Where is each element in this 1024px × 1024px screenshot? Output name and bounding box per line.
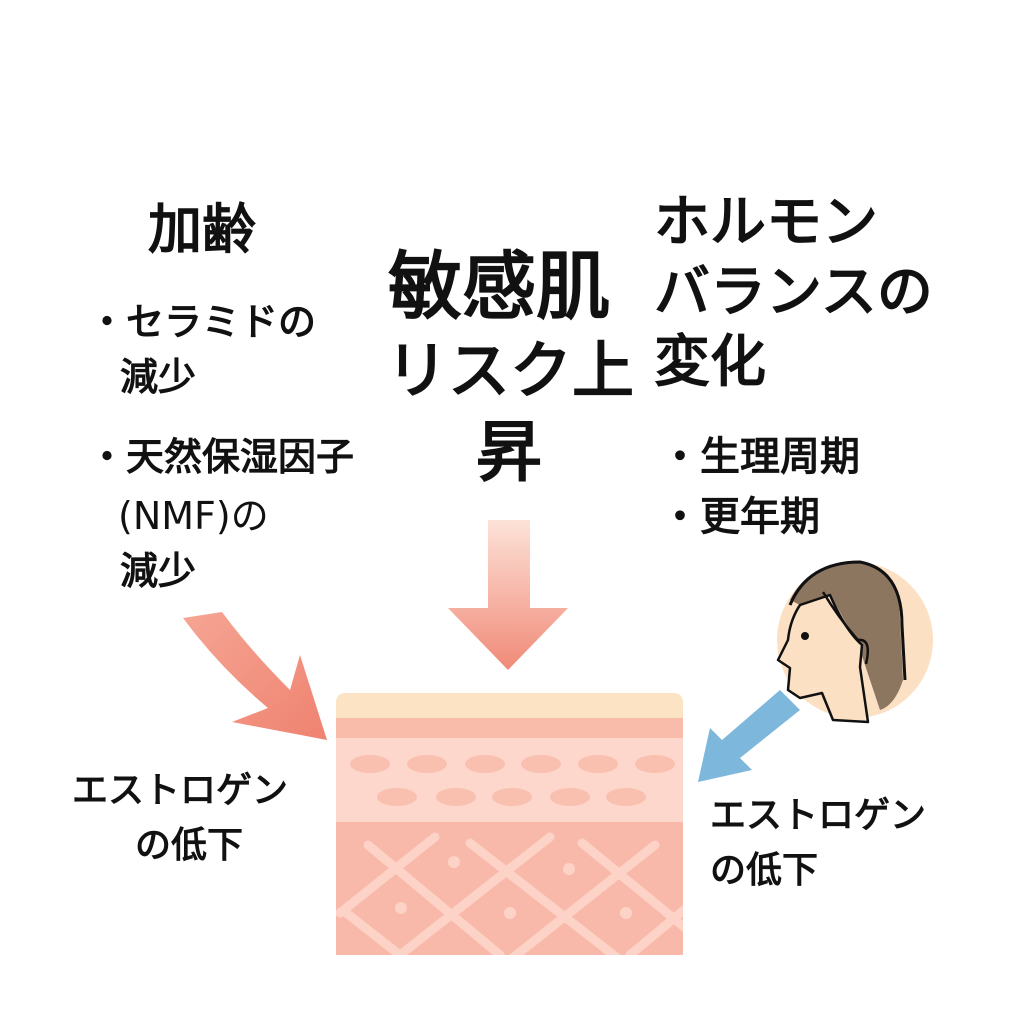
center-title-line3: 昇: [476, 414, 542, 491]
down-arrow-icon: [448, 520, 568, 670]
hormone-title-line1: ホルモン: [654, 190, 878, 255]
blue-arrow-icon: [698, 690, 800, 782]
estrogen-left-line2: の低下: [135, 825, 244, 866]
woman-profile-icon: [776, 560, 933, 724]
estrogen-right-line1: エストロゲン: [710, 795, 927, 836]
hormone-title-line3: 変化: [654, 330, 766, 395]
bullet-menopause: ・更年期: [660, 494, 820, 540]
curved-arrow-icon: [183, 612, 327, 740]
estrogen-left-line1: エストロゲン: [72, 770, 289, 811]
bullet-nmf-cont: (NMF)の: [118, 494, 269, 538]
center-title-line1: 敏感肌: [388, 244, 610, 330]
center-title-line2: リスク上: [386, 334, 635, 407]
estrogen-right-line2: の低下: [710, 850, 819, 891]
bullet-nmf: ・天然保湿因子: [88, 435, 355, 479]
bullet-menstrual-cycle: ・生理周期: [660, 434, 860, 480]
hormone-title-line2: バランスの: [654, 260, 933, 325]
bullet-nmf-cont2: 減少: [120, 549, 197, 593]
bullet-ceramide: ・セラミドの: [88, 300, 317, 344]
skin-layers-illustration: [336, 693, 683, 955]
bullet-ceramide-cont: 減少: [120, 355, 197, 399]
aging-title: 加齢: [148, 198, 256, 261]
